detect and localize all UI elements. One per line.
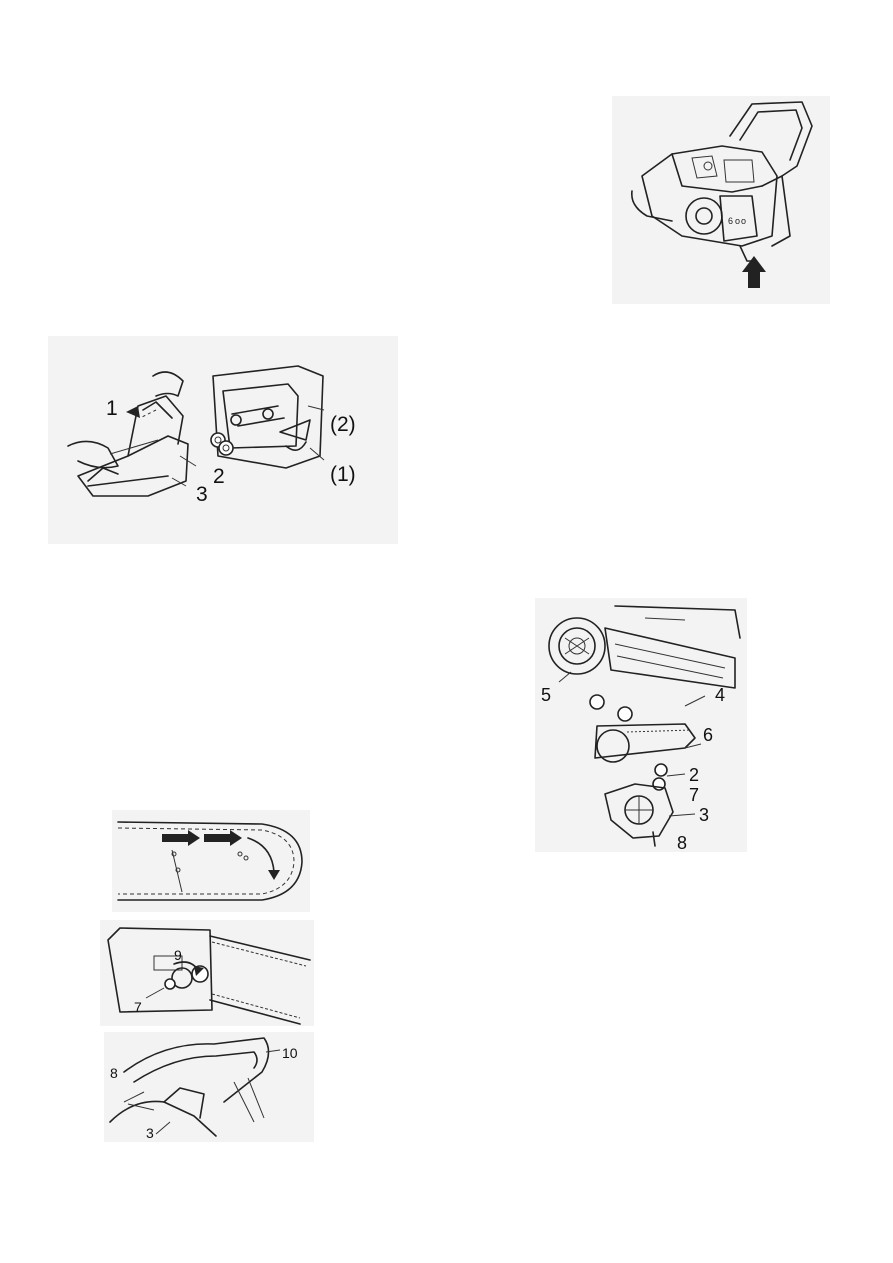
callout-label-3: 3 bbox=[146, 1126, 154, 1140]
callout-label-5: 5 bbox=[541, 686, 551, 704]
callout-label-10: 10 bbox=[282, 1046, 298, 1060]
guide-bar-illustration bbox=[535, 598, 747, 852]
chain-direction-illustration bbox=[112, 810, 310, 912]
figure-chain-direction bbox=[112, 810, 310, 912]
callout-label-3: 3 bbox=[196, 484, 208, 505]
callout-label-2: 2 bbox=[213, 466, 225, 487]
figure-chain-tension: 9 7 bbox=[100, 920, 314, 1026]
callout-label-7: 7 bbox=[689, 786, 699, 804]
callout-label-9: 9 bbox=[174, 948, 182, 962]
figure-chain-brake-handle: 10 8 3 bbox=[104, 1032, 314, 1142]
callout-label-4: 4 bbox=[715, 686, 725, 704]
figure-remove-sprocket-cover: 1 2 3 (2) (1) bbox=[48, 336, 398, 544]
chain-tension-illustration bbox=[100, 920, 314, 1026]
callout-label-paren-1: (1) bbox=[330, 464, 356, 485]
chainsaw-cover-illustration bbox=[48, 336, 398, 544]
figure-chainsaw-chain-brake: 6 o o bbox=[612, 96, 830, 304]
callout-label-7: 7 bbox=[134, 1000, 142, 1014]
callout-label-2: 2 bbox=[689, 766, 699, 784]
figure-guide-bar-assembly: 5 4 6 2 7 3 8 bbox=[535, 598, 747, 852]
callout-label-paren-2: (2) bbox=[330, 414, 356, 435]
callout-label-3: 3 bbox=[699, 806, 709, 824]
arrow-up-icon bbox=[612, 96, 830, 304]
callout-label-1: 1 bbox=[106, 398, 118, 419]
callout-label-6: 6 bbox=[703, 726, 713, 744]
callout-label-8: 8 bbox=[677, 834, 687, 852]
callout-label-8: 8 bbox=[110, 1066, 118, 1080]
